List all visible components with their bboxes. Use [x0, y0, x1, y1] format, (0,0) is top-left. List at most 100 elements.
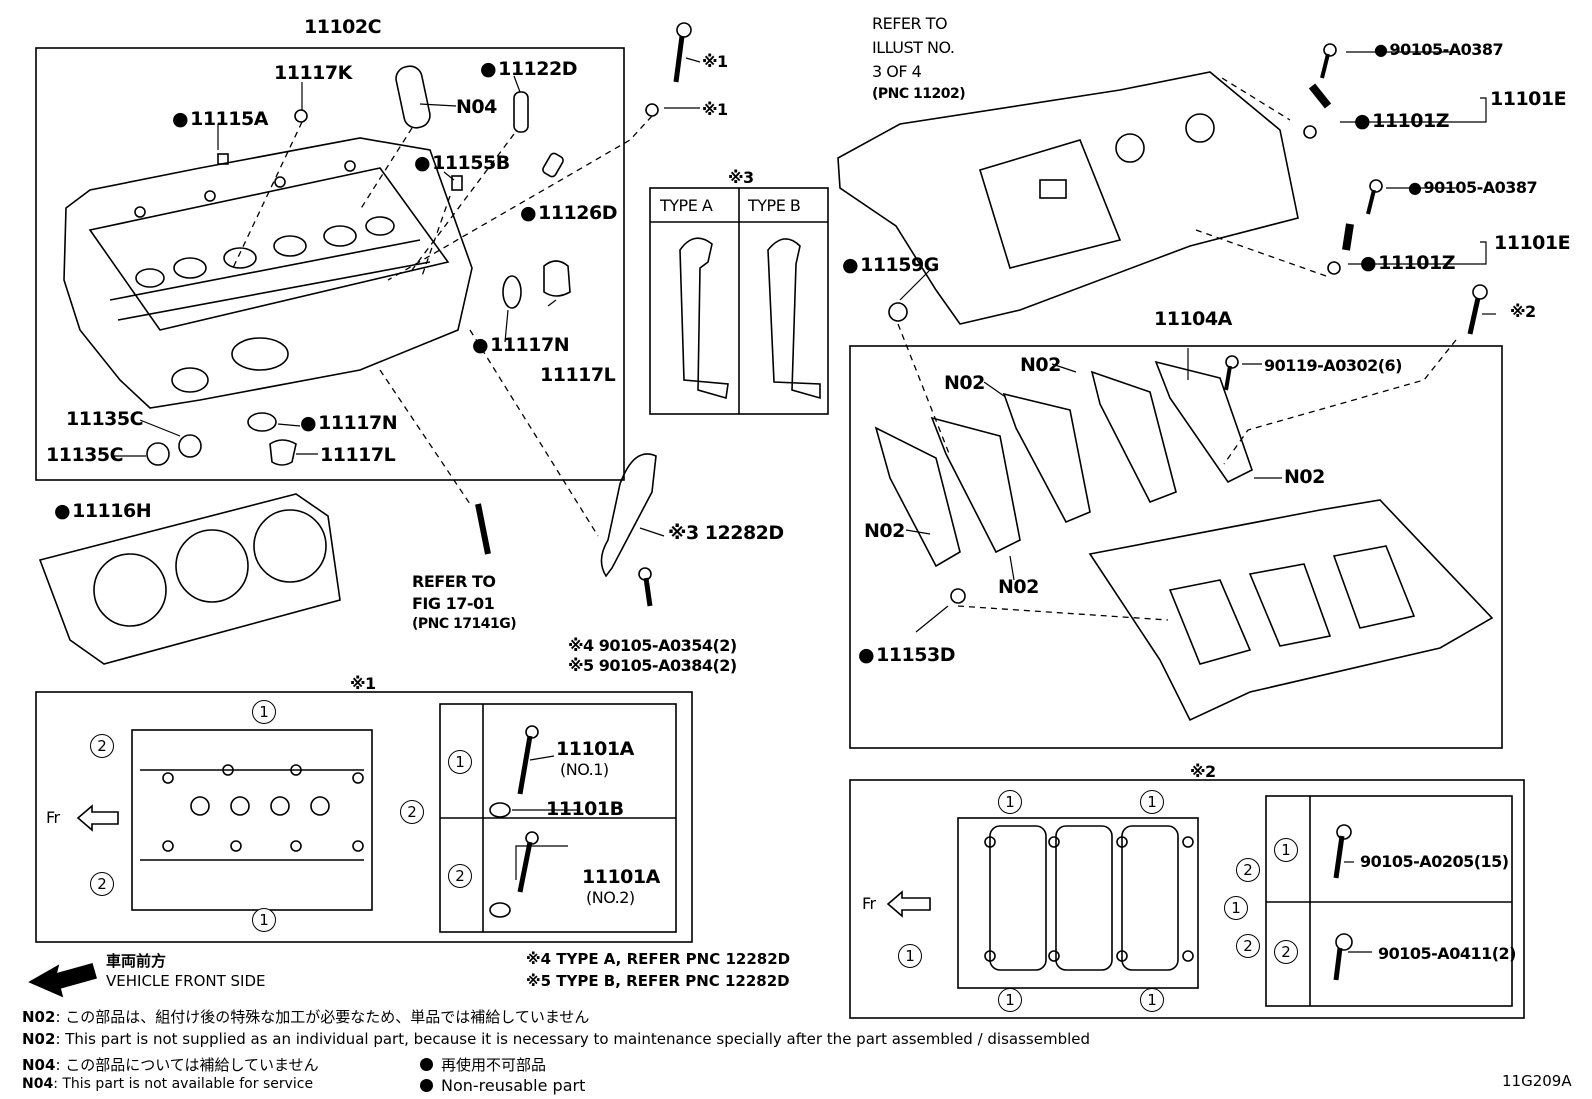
refer-fig17-line3: (PNC 17141G) — [412, 616, 517, 632]
dashed-guides — [231, 77, 1457, 621]
n02-text-jp: : この部品は、組付け後の特殊な加工が必要なため、単品では補給していません — [55, 1008, 590, 1026]
refer-fig17-line2: FIG 17-01 — [412, 594, 495, 613]
label-11101Z-a: 11101Z — [1354, 110, 1449, 132]
legend-en-text: Non-reusable part — [441, 1076, 586, 1095]
label-no2: (NO.2) — [586, 888, 635, 907]
legend-jp-text: 再使用不可部品 — [441, 1056, 547, 1074]
bearing-cap-frame — [849, 345, 1503, 749]
n04-note-jp: N04: この部品については補給していません — [22, 1054, 319, 1075]
vehicle-front-jp: 車両前方 — [106, 952, 167, 970]
label-11153D: 11153D — [858, 644, 955, 666]
table-callout-1: 1 — [448, 750, 472, 774]
label-11117L-a: 11117L — [540, 364, 616, 386]
label-mark1-title: ※1 — [350, 674, 376, 693]
table-bolts — [489, 725, 1353, 981]
vehicle-front-arrow — [28, 963, 97, 998]
label-11117L-b: 11117L — [320, 444, 396, 466]
label-mark1-b: ※1 — [702, 100, 728, 119]
cap-callout-1-f: 1 — [1140, 988, 1164, 1012]
label-11117N-b: 11117N — [300, 412, 398, 434]
legend-jp: 再使用不可部品 — [420, 1054, 546, 1075]
cap-callout-1-c: 1 — [1224, 896, 1248, 920]
label-11101Z-b: 11101Z — [1360, 252, 1455, 274]
callout-2-right: 2 — [400, 800, 424, 824]
non-reusable-dot-icon — [420, 1058, 433, 1071]
label-90105-A0387-b: 90105-A0387 — [1408, 178, 1537, 197]
callout-1-bottom: 1 — [252, 908, 276, 932]
type-note-5: ※5 TYPE B, REFER PNC 12282D — [526, 972, 790, 990]
label-90119-A0302: 90119-A0302(6) — [1264, 356, 1402, 375]
label-mark1-a: ※1 — [702, 52, 728, 71]
label-11126D: 11126D — [520, 202, 617, 224]
label-no1: (NO.1) — [560, 760, 609, 779]
label-bolt-4: ※4 90105-A0354(2) — [568, 636, 737, 655]
head-gasket-drawing — [38, 493, 341, 665]
label-N02-d: N02 — [864, 520, 905, 542]
label-11159G: 11159G — [842, 254, 939, 276]
label-11155B: 11155B — [414, 152, 510, 174]
label-11117N-a: 11117N — [472, 334, 570, 356]
label-N02-c: N02 — [1284, 466, 1325, 488]
cap-table-callout-1: 1 — [1274, 838, 1298, 862]
label-fr-left: Fr — [46, 808, 60, 827]
label-11102C: 11102C — [304, 16, 382, 38]
n02-key-en: N02 — [22, 1030, 56, 1048]
n04-text-en: : This part is not available for service — [53, 1076, 314, 1092]
chain-guide-types — [600, 237, 821, 578]
n02-text-en: : This part is not supplied as an indivi… — [55, 1030, 1091, 1048]
cap-callout-1-d: 1 — [898, 944, 922, 968]
label-type-a: TYPE A — [660, 196, 713, 215]
cam-cover-drawing — [837, 71, 1299, 325]
label-11101E-b: 11101E — [1494, 232, 1571, 254]
n04-text-jp: : この部品については補給していません — [55, 1056, 319, 1074]
refer-illust-line3: 3 OF 4 — [872, 62, 922, 81]
cap-callout-1-a: 1 — [998, 790, 1022, 814]
type-note-4: ※4 TYPE A, REFER PNC 12282D — [526, 950, 791, 968]
fr-arrow-right — [886, 890, 931, 918]
label-11115A: 11115A — [172, 108, 268, 130]
label-N02-b: N02 — [1020, 354, 1061, 376]
label-mark2-title: ※2 — [1190, 762, 1216, 781]
label-11101A-a: 11101A — [556, 738, 634, 760]
callout-2-top: 2 — [90, 734, 114, 758]
cap-callout-2-b: 2 — [1236, 934, 1260, 958]
engine-block-right — [957, 817, 1199, 989]
cap-callout-1-b: 1 — [1140, 790, 1164, 814]
cap-callout-2-a: 2 — [1236, 858, 1260, 882]
n02-note-en: N02: This part is not supplied as an ind… — [22, 1030, 1090, 1048]
refer-fig17-line1: REFER TO — [412, 572, 496, 591]
cap-table-callout-2: 2 — [1274, 940, 1298, 964]
n02-note-jp: N02: この部品は、組付け後の特殊な加工が必要なため、単品では補給していません — [22, 1006, 589, 1027]
refer-illust-line4: (PNC 11202) — [872, 86, 966, 102]
label-11101B: 11101B — [546, 798, 624, 820]
label-11122D: 11122D — [480, 58, 577, 80]
figure-id: 11G209A — [1502, 1072, 1572, 1090]
label-11116H: 11116H — [54, 500, 152, 522]
label-90105-A0387-a: 90105-A0387 — [1374, 40, 1503, 59]
n04-key-en: N04 — [22, 1076, 54, 1092]
cylinder-head-drawing — [63, 137, 473, 409]
label-N02-a: N02 — [944, 372, 985, 394]
callout-2-bottom: 2 — [90, 872, 114, 896]
cap-bolt-table — [1265, 795, 1513, 1007]
legend-en: Non-reusable part — [420, 1076, 585, 1095]
label-11101E-a: 11101E — [1490, 88, 1567, 110]
n04-note-en: N04: This part is not available for serv… — [22, 1076, 313, 1092]
bearing-caps-drawing — [874, 360, 1494, 722]
label-11101A-b: 11101A — [582, 866, 660, 888]
label-N02-e: N02 — [998, 576, 1039, 598]
refer-illust-line2: ILLUST NO. — [872, 38, 955, 57]
label-90105-A0205: 90105-A0205(15) — [1360, 852, 1509, 871]
n02-key: N02 — [22, 1008, 56, 1026]
label-11104A: 11104A — [1154, 308, 1232, 330]
head-bolt-frame — [35, 691, 693, 943]
n04-key: N04 — [22, 1056, 56, 1074]
non-reusable-dot-icon-2 — [420, 1079, 433, 1092]
cap-callout-1-e: 1 — [998, 988, 1022, 1012]
label-11117K: 11117K — [274, 62, 352, 84]
refer-illust-line1: REFER TO — [872, 14, 948, 33]
misc-bolts — [475, 22, 1488, 607]
vehicle-front-en: VEHICLE FRONT SIDE — [106, 972, 266, 990]
fr-arrow-left — [76, 804, 119, 832]
label-90105-A0411: 90105-A0411(2) — [1378, 944, 1516, 963]
